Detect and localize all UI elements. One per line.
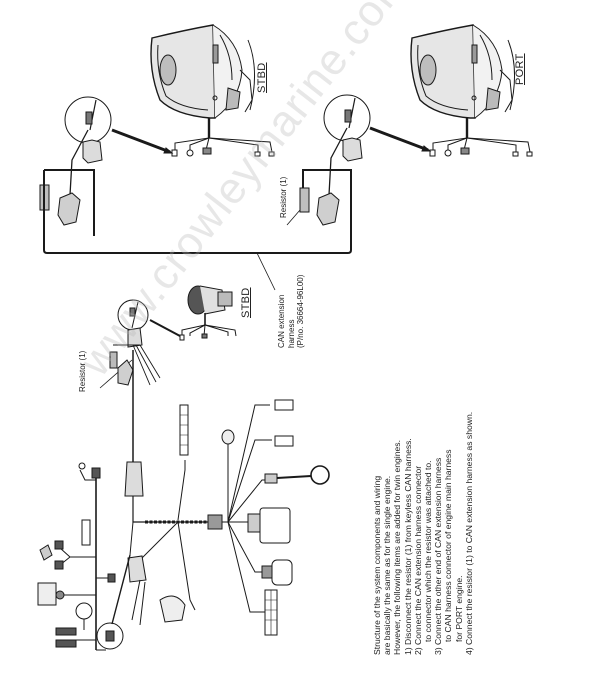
small-stbd-engine bbox=[109, 285, 237, 386]
note-line: Structure of the system components and w… bbox=[372, 475, 382, 655]
note-step-3-cont: to CAN harness connector of engine main … bbox=[443, 449, 454, 642]
harness-label-line2: harness bbox=[286, 319, 296, 348]
note-step-2: 2) Connect the CAN extension harness con… bbox=[412, 465, 423, 655]
port-engine-illustration bbox=[369, 24, 533, 157]
harness-label-line3: (P/no. 36664-96L00) bbox=[296, 274, 305, 348]
stbd-engine-illustration bbox=[111, 24, 275, 157]
note-step-2-cont: to connector which the resistor was atta… bbox=[423, 460, 434, 642]
note-step-1: 1) Disconnect the resistor (1) from keyl… bbox=[402, 438, 413, 655]
note-line: are basically the same as for the single… bbox=[382, 475, 393, 655]
note-line: However, the following items are added f… bbox=[392, 440, 403, 655]
note-step-3-cont2: for PORT engine. bbox=[453, 575, 464, 642]
can-extension-harness-label: CAN extension harness (P/no. 36664-96L00… bbox=[277, 275, 306, 348]
engine-label-port: PORT bbox=[514, 53, 526, 85]
resistor-callout-top: Resistor (1) bbox=[279, 176, 288, 218]
resistor-callout-left: Resistor (1) bbox=[78, 350, 87, 392]
harness-label-line1: CAN extension bbox=[277, 294, 286, 348]
stbd-connector-detail bbox=[39, 96, 112, 226]
note-step-3: 3) Connect the other end of CAN extensio… bbox=[433, 457, 444, 655]
engine-label-stbd-small: STBD bbox=[240, 287, 252, 318]
can-extension-harness bbox=[43, 169, 352, 254]
instruction-notes: Structure of the system components and w… bbox=[372, 412, 474, 655]
engine-label-stbd-large: STBD bbox=[256, 62, 268, 93]
harness-leader-line bbox=[256, 252, 276, 291]
port-connector-detail bbox=[299, 94, 371, 226]
main-harness-lower bbox=[37, 350, 330, 651]
note-step-4: 4) Connect the resistor (1) to CAN exten… bbox=[463, 411, 474, 655]
